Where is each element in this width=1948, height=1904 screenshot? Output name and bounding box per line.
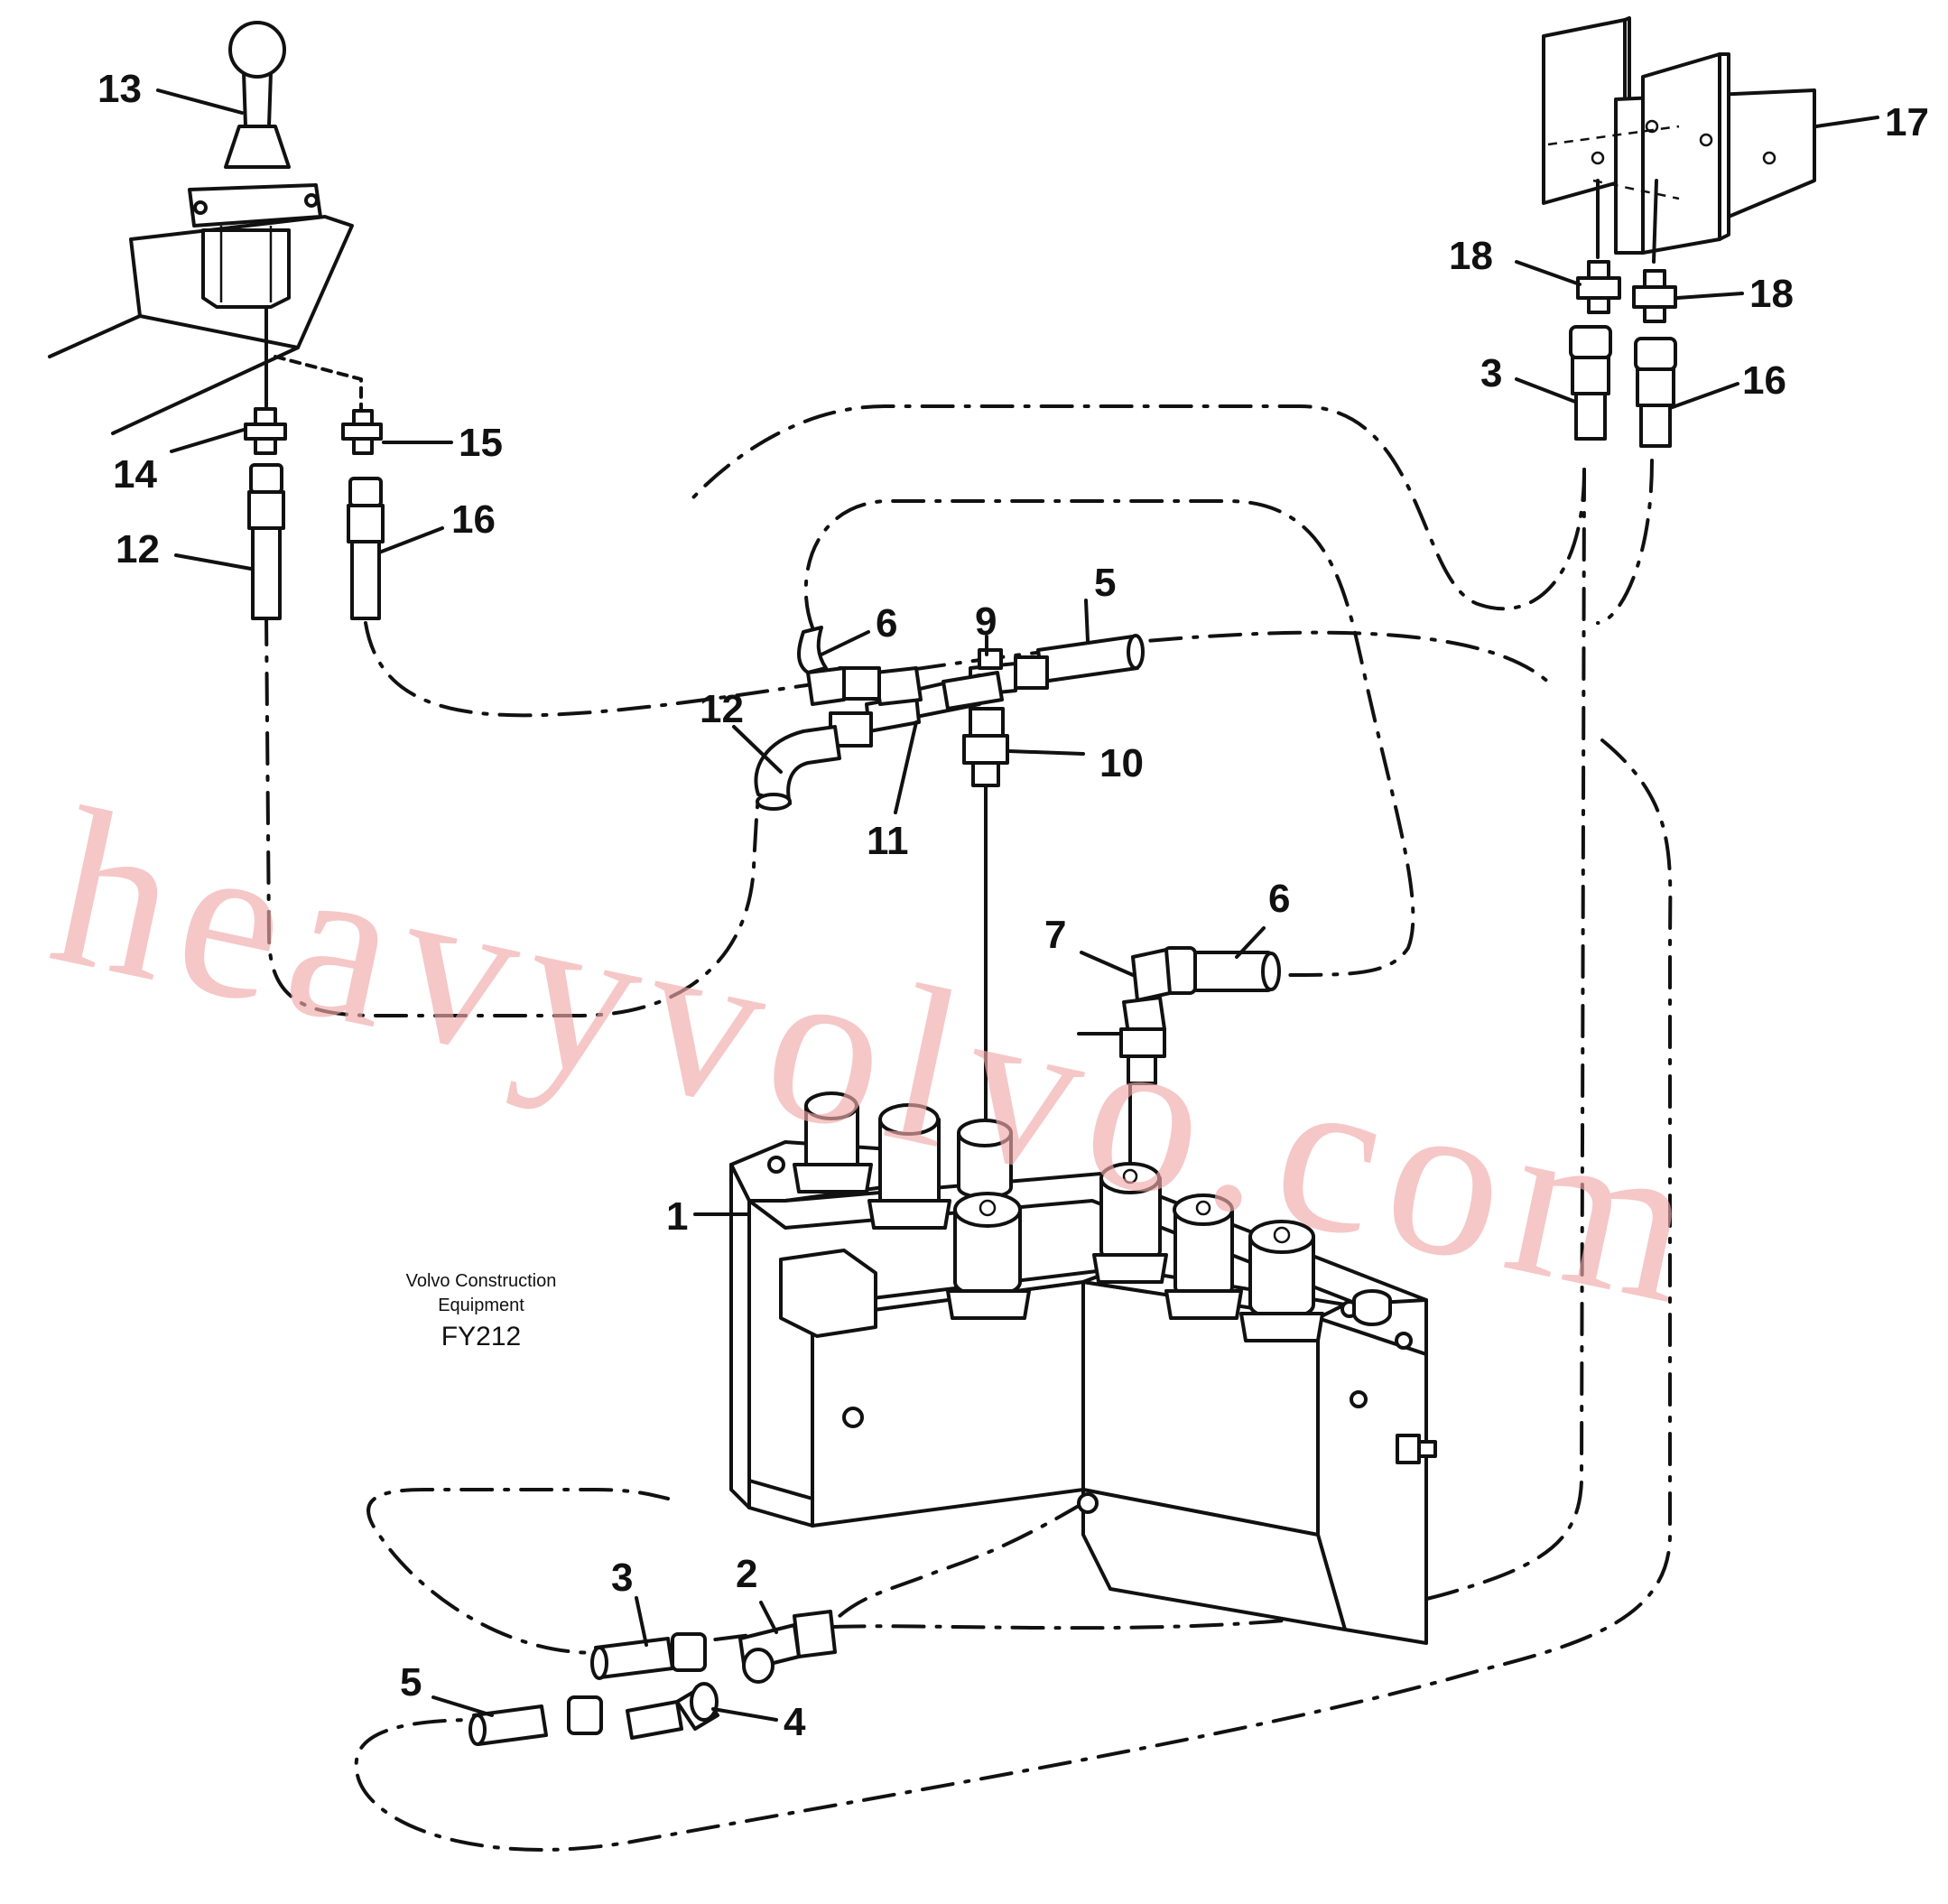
callout-14: 14: [113, 452, 157, 497]
callout-17: 17: [1885, 100, 1929, 144]
callout-12-center: 12: [700, 687, 744, 731]
pipe-block-to-2: [838, 1501, 1085, 1618]
hose-16-top: [1634, 337, 1677, 448]
hose-3-top: [1569, 325, 1612, 441]
callout-6-top: 6: [876, 601, 897, 646]
pressure-switch-17: [1542, 16, 1816, 264]
callout-3-top: 3: [1480, 351, 1502, 395]
callout-6-lower: 6: [1268, 877, 1290, 921]
callout-18-right: 18: [1749, 272, 1794, 316]
t-junction-assembly: [754, 626, 1145, 1175]
pipe-12-line: [264, 612, 765, 1017]
callout-2: 2: [736, 1552, 757, 1596]
drawing-code: FY212: [441, 1322, 521, 1351]
callout-5-top: 5: [1094, 561, 1116, 605]
hose-12-left: [247, 463, 285, 620]
brand-line-1: Volvo Construction: [406, 1271, 557, 1291]
coil-6: [1164, 1193, 1243, 1320]
fitting-18-left: [1576, 260, 1621, 314]
brand-line-2: Equipment: [438, 1296, 524, 1315]
callout-4: 4: [784, 1700, 806, 1744]
callout-15: 15: [459, 421, 503, 465]
coil-2: [867, 1103, 951, 1230]
callout-12-left: 12: [116, 527, 160, 571]
callout-11: 11: [867, 819, 909, 863]
bottom-fittings: [468, 1610, 837, 1746]
joystick-assembly: [48, 21, 363, 435]
solenoid-coils: [793, 1091, 1324, 1342]
callout-1: 1: [666, 1194, 688, 1239]
coil-4: [946, 1192, 1031, 1320]
pipe-outer-top: [684, 404, 1586, 611]
coil-7: [1239, 1220, 1324, 1342]
pipe-inner-loop: [803, 499, 1415, 977]
coil-1: [793, 1091, 873, 1193]
callout-16-left: 16: [451, 497, 496, 542]
callout-13: 13: [97, 67, 142, 111]
callout-9: 9: [975, 599, 997, 644]
callout-16-right: 16: [1742, 358, 1786, 403]
fitting-15: [341, 409, 383, 455]
callout-18-left: 18: [1449, 234, 1493, 278]
callouts: 13 14 15 12 16 6 9 5 12 10 11 7 6 1 3 2 …: [97, 67, 1929, 1744]
valve-block: [729, 1140, 1437, 1645]
fitting-14: [244, 407, 287, 455]
callout-3-bottom: 3: [611, 1556, 633, 1600]
leader-lines: [156, 88, 1879, 1722]
coil-5: [1092, 1162, 1168, 1284]
fitting-18-right: [1632, 269, 1677, 323]
pipe-right-long-2: [354, 459, 1673, 1852]
callout-5-bottom: 5: [400, 1660, 422, 1704]
callout-7: 7: [1044, 913, 1066, 957]
callout-10: 10: [1099, 741, 1144, 785]
caption: Volvo Construction Equipment FY212: [406, 1271, 557, 1351]
hose-16-left: [347, 477, 385, 620]
